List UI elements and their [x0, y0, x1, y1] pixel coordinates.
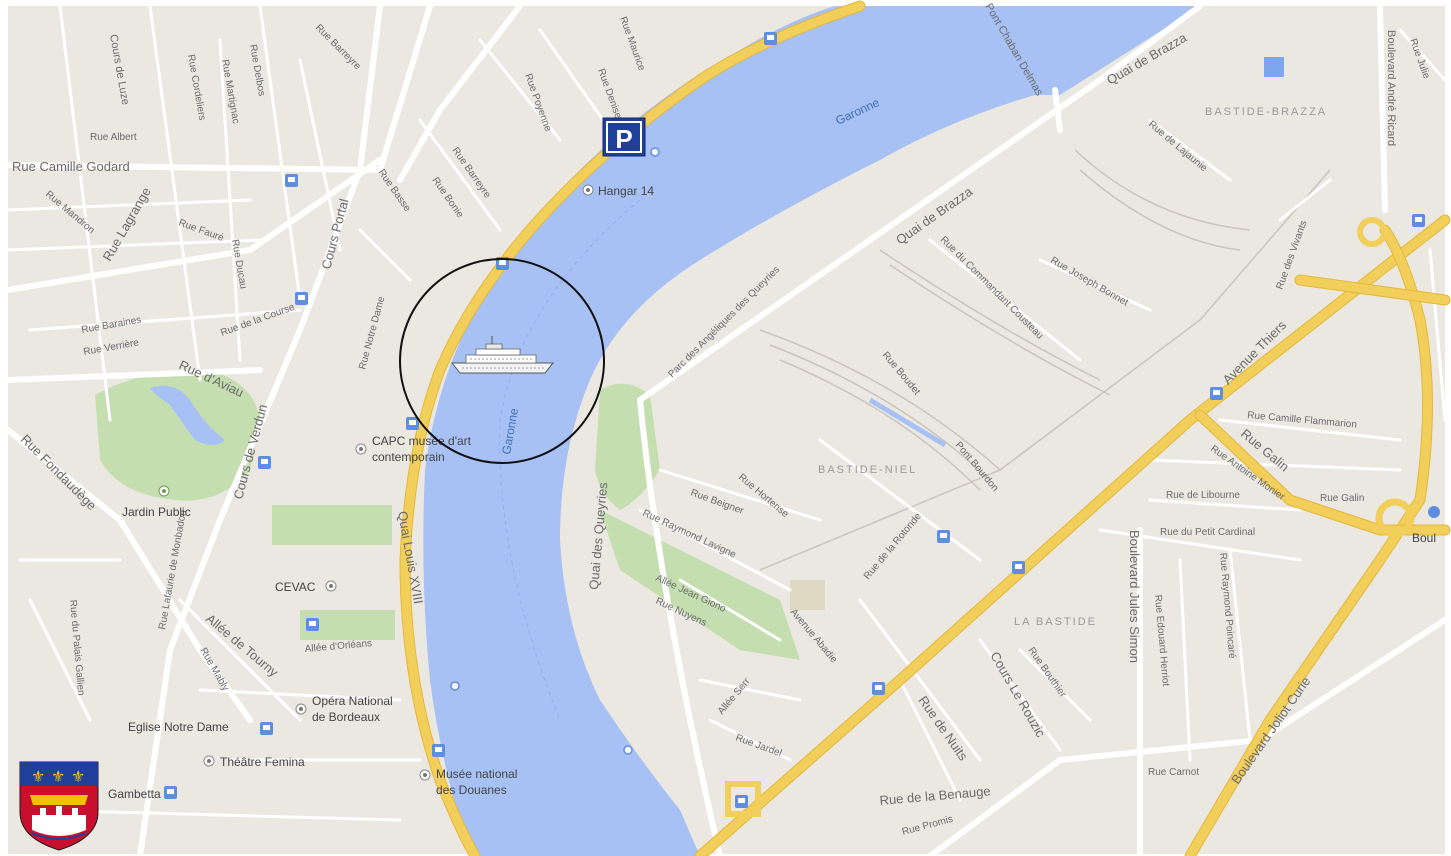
area-label: BASTIDE-NIEL: [818, 464, 917, 476]
roundabout-galin: [1375, 498, 1415, 538]
poi-dot-icon: [203, 755, 215, 767]
svg-text:⚜: ⚜: [31, 767, 45, 786]
street-label: Rue du Petit Cardinal: [1160, 527, 1255, 538]
highlight-circle: [399, 258, 605, 464]
park-small: [790, 580, 825, 610]
river-channel-dashes: [499, 199, 641, 721]
place-label-gambetta: Gambetta: [108, 787, 161, 801]
museum-icon: [419, 769, 431, 781]
place-label-musee-douanes-line2: des Douanes: [436, 783, 507, 797]
transit-stop-icon: [937, 530, 950, 543]
roundabout-ricard: [1357, 217, 1387, 247]
park-jardin-public-pond: [150, 385, 225, 445]
place-labels: Hangar 14 CAPC musée d'art contemporain …: [108, 184, 1436, 801]
place-label-capc: CAPC musée d'art: [372, 434, 472, 448]
railway-tracks: [759, 149, 1331, 571]
place-label-eglise: Eglise Notre Dame: [128, 720, 229, 734]
transit-stop-icon: [872, 682, 885, 695]
transit-stop-icon: [295, 292, 308, 305]
transit-stop-icon: [496, 257, 509, 270]
cruise-ship-icon[interactable]: [450, 336, 555, 374]
place-label-opera: Opéra National: [312, 694, 393, 708]
street-label: Boulevard André Ricard: [1385, 30, 1397, 146]
svg-text:⚜: ⚜: [51, 767, 65, 786]
transit-stop-icon: [164, 786, 177, 799]
junction-benauge: [725, 781, 761, 817]
transit-stop-icon: [1412, 214, 1425, 227]
garonne-river-north: [980, 6, 1200, 95]
transit-stop-icon: [1012, 561, 1025, 574]
bordeaux-coat-of-arms-icon: ⚜ ⚜ ⚜: [19, 761, 99, 851]
transit-stop-icon: [260, 722, 273, 735]
street-label: Rue Camille Godard: [12, 159, 130, 174]
place-label-hangar14: Hangar 14: [598, 184, 654, 198]
garonne-river: [423, 6, 1035, 856]
park-jardin-public: [95, 370, 260, 501]
area-label: LA BASTIDE: [1014, 616, 1097, 628]
poi-dot-icon: [582, 184, 594, 196]
poi-dot-icon: [295, 703, 307, 715]
transit-stop-icon: [285, 174, 298, 187]
transit-stop-icon: [432, 744, 445, 757]
transit-stop-icon: [764, 32, 777, 45]
place-label-cevac: CEVAC: [275, 580, 316, 594]
parking-marker[interactable]: P: [602, 117, 646, 157]
transit-stop-icon: [406, 417, 419, 430]
street-label: Boulevard Jules Simon: [1127, 530, 1142, 663]
transit-stop-icon: [1210, 387, 1223, 400]
water-square: [1264, 57, 1284, 77]
place-label-capc-line2: contemporain: [372, 450, 445, 464]
park-allees: [272, 505, 392, 545]
street-label: Rue Galin: [1320, 493, 1364, 504]
transit-stop-icon: [306, 618, 319, 631]
minor-roads: [5, 3, 1448, 856]
park-dot-icon: [158, 485, 170, 497]
area-label: BASTIDE-BRAZZA: [1205, 106, 1327, 118]
transit-stops: [164, 32, 1440, 808]
canal-niel: [868, 397, 947, 448]
poi-dot-icon: [325, 580, 337, 592]
street-label: Rue de Libourne: [1166, 490, 1240, 501]
place-label-theatre: Théâtre Femina: [220, 755, 305, 769]
svg-text:⚜: ⚜: [71, 767, 85, 786]
street-label: Rue Albert: [90, 132, 137, 143]
street-label: Rue Carnot: [1148, 767, 1199, 778]
place-label-opera-line2: de Bordeaux: [312, 710, 380, 724]
parking-label: P: [615, 124, 632, 154]
place-label-boul: Boul: [1412, 531, 1436, 545]
transit-stop-icon: [258, 456, 271, 469]
place-label-musee-douanes: Musée national: [436, 767, 517, 781]
major-roads: [399, 0, 1451, 856]
transit-stop-icon: [735, 795, 748, 808]
poi-dots: [158, 184, 594, 781]
place-label-jardin-public: Jardin Public: [122, 505, 191, 519]
museum-icon: [355, 443, 367, 455]
